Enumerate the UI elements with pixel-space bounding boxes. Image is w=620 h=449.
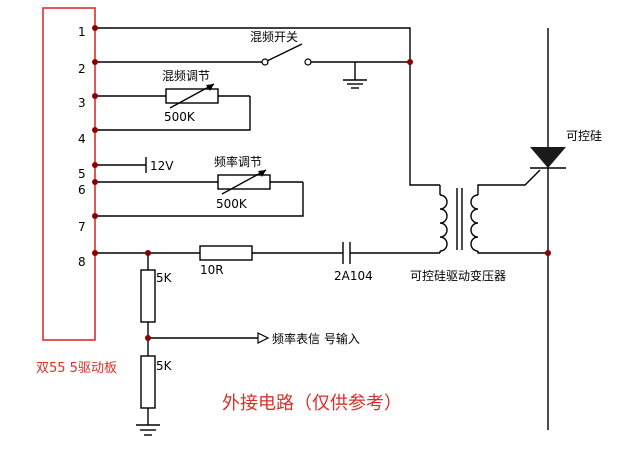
pin8-wire — [95, 242, 440, 264]
transformer — [439, 169, 548, 254]
pin-5: 5 — [78, 167, 86, 181]
pin-4: 4 — [78, 132, 86, 146]
pot1-value: 500K — [164, 110, 196, 124]
pot1 — [95, 83, 251, 131]
pin-6: 6 — [78, 183, 86, 197]
pin2-wire — [95, 43, 410, 89]
pin-1: 1 — [78, 25, 86, 39]
scr — [530, 28, 566, 430]
pot2-title: 频率调节 — [214, 154, 262, 169]
pot2 — [95, 169, 304, 217]
r-top-label: 5K — [156, 271, 173, 285]
board-label: 双55 5驱动板 — [36, 361, 117, 376]
pin-3: 3 — [78, 96, 86, 110]
driver-board-outline — [42, 7, 96, 341]
supply-wire — [95, 157, 147, 173]
pot1-title: 混频调节 — [162, 69, 210, 83]
pin1-wire — [95, 27, 440, 186]
resistor-10r-label: 10R — [200, 263, 224, 277]
capacitor-label: 2A104 — [334, 269, 373, 283]
pot2-value: 500K — [216, 197, 248, 211]
transformer-label: 可控硅驱动变压器 — [410, 268, 506, 283]
scr-label: 可控硅 — [566, 129, 602, 143]
divider — [136, 253, 270, 436]
junction-dots — [92, 25, 551, 341]
caption: 外接电路（仅供参考） — [222, 393, 402, 414]
supply-label: 12V — [150, 159, 174, 173]
r-bottom-label: 5K — [156, 359, 173, 373]
pin-7: 7 — [78, 220, 86, 234]
freq-input-label: 频率表信 号输入 — [272, 331, 360, 346]
pin-2: 2 — [78, 62, 86, 76]
pin-8: 8 — [78, 255, 86, 269]
switch-label: 混频开关 — [250, 30, 298, 44]
